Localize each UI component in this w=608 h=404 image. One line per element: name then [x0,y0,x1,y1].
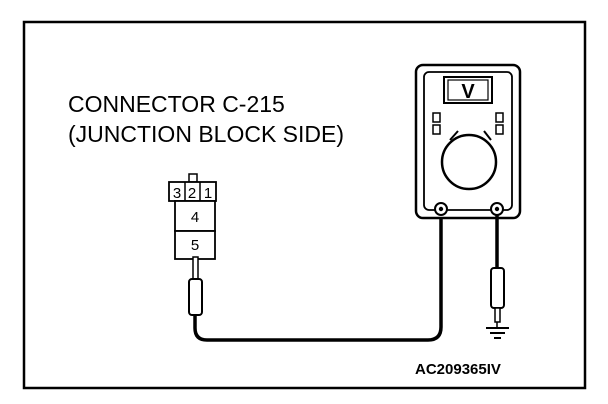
selector-dial [440,133,498,191]
connector-pin-2: 2 [188,185,196,202]
connector-title-line1: CONNECTOR C-215 [68,91,285,117]
figure-code: AC209365IV [415,361,501,378]
multimeter: V [414,63,522,220]
connector-pin-1: 1 [204,185,212,202]
connector-title-line2: (JUNCTION BLOCK SIDE) [68,121,344,147]
test-probe-left [188,256,203,316]
diagram-frame [22,20,587,390]
connector-pin-5: 5 [191,237,199,254]
ground-icon [486,327,509,339]
test-probe-right [490,267,505,328]
connector-pin-3: 3 [173,185,181,202]
test-lead-wire-left [193,210,443,342]
meter-display-value: V [461,81,475,103]
connector-pin-4: 4 [191,209,199,226]
connector-c215: 3 2 1 4 5 [168,173,217,260]
